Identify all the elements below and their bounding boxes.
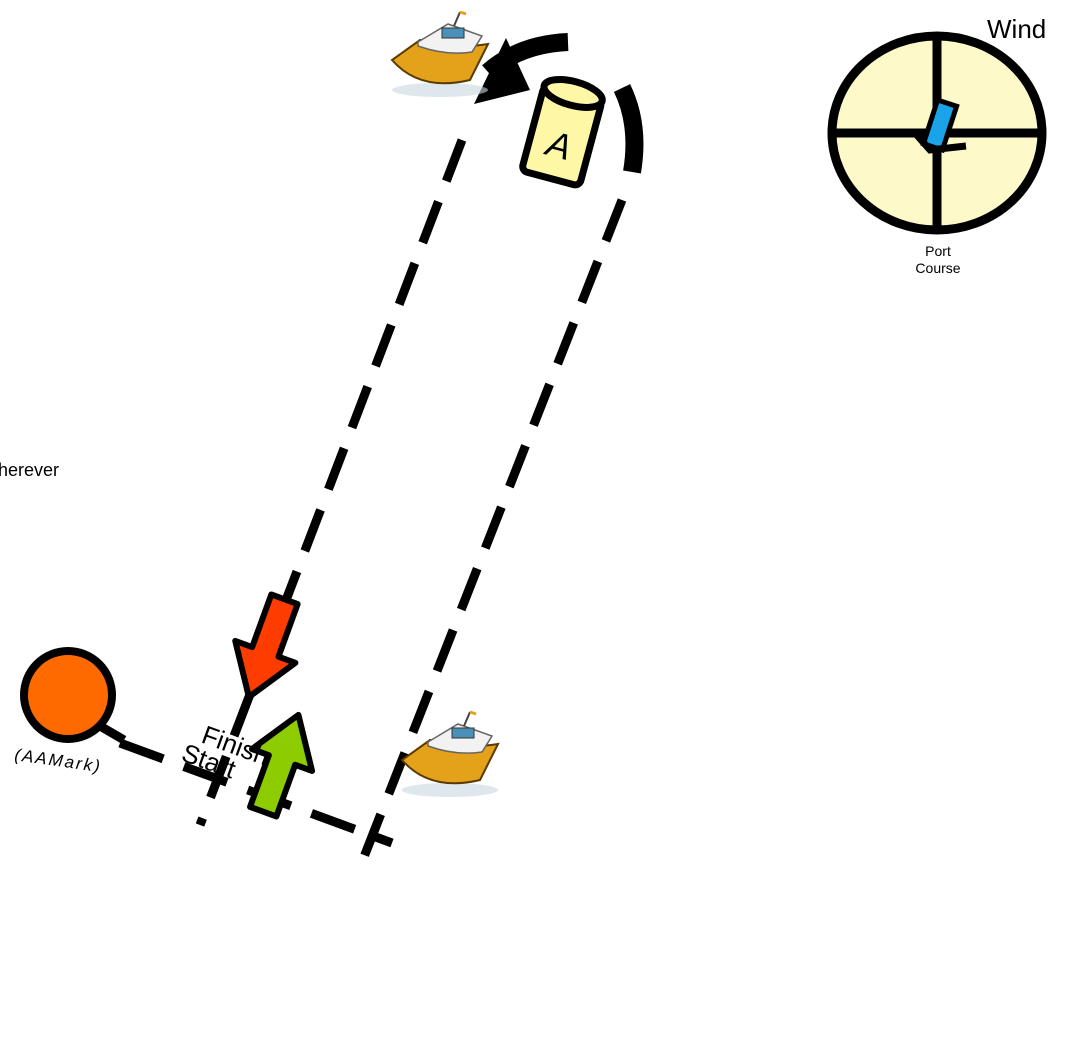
course-leg-left [200,140,462,825]
boat-top-icon [392,12,488,97]
pin-mark-label: (AAMark) [13,745,103,776]
mark-a-buoy: A [521,74,605,186]
wind-compass: Wind Port Course [832,14,1046,276]
wind-label: Wind [987,14,1046,44]
side-text: herever [0,460,59,480]
finish-arrow-icon [219,588,315,708]
pin-mark [24,651,124,740]
port-label: Port [925,243,951,259]
course-label: Course [915,260,960,276]
